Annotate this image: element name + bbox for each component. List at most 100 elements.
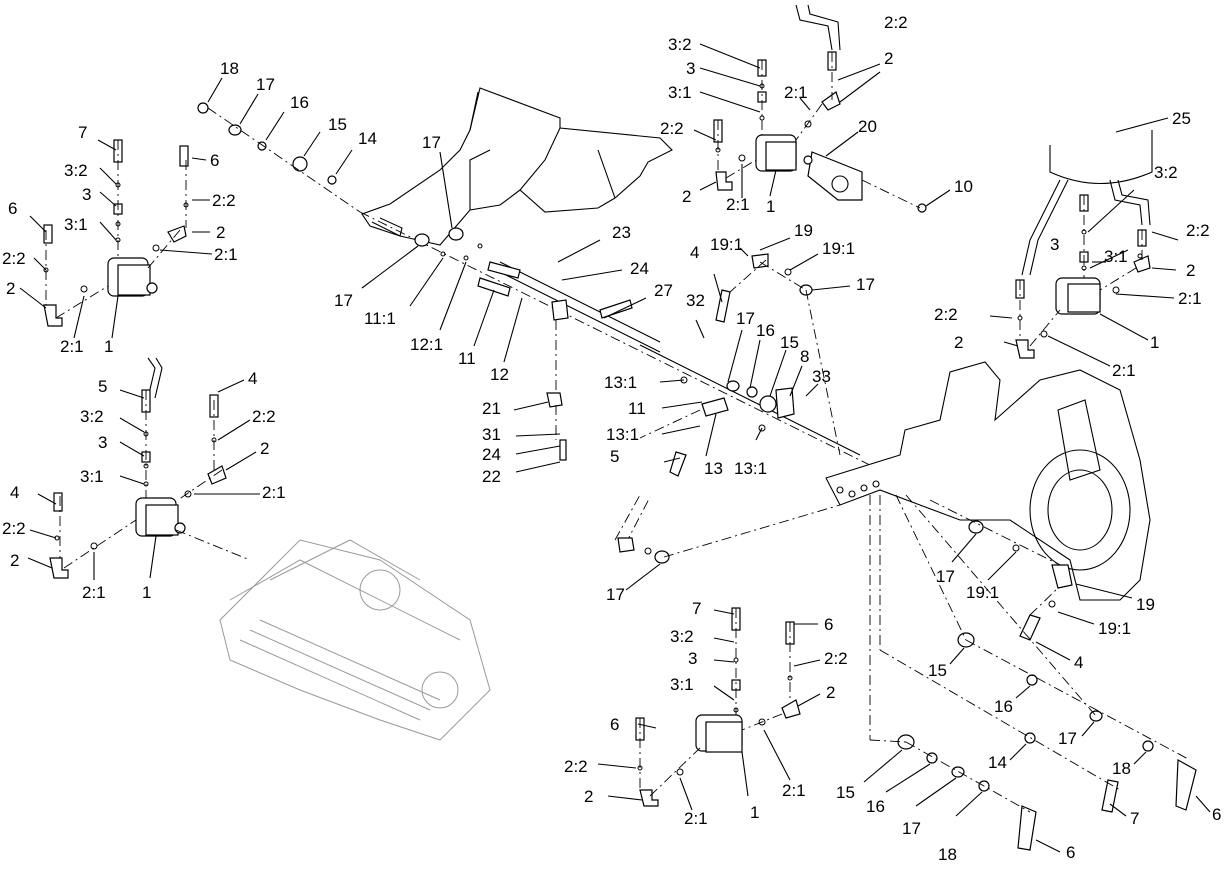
callout: 19:1 xyxy=(822,239,855,258)
callout: 17 xyxy=(1058,729,1077,748)
hoses xyxy=(147,4,1151,546)
construction-lines xyxy=(45,52,1191,813)
callout: 17 xyxy=(256,75,275,94)
callout: 2:2 xyxy=(2,519,26,538)
callout: 2:1 xyxy=(784,83,808,102)
callout: 17 xyxy=(856,275,875,294)
callout: 6 xyxy=(8,199,17,218)
leader-lines xyxy=(19,43,1211,853)
callout: 15 xyxy=(836,783,855,802)
lower-right-frame xyxy=(825,361,1151,601)
callout: 4 xyxy=(10,483,19,502)
callout: 1 xyxy=(750,803,759,822)
callout: 3:2 xyxy=(668,35,692,54)
motor-left-bottom xyxy=(135,497,186,537)
tank-outline xyxy=(1049,130,1153,184)
callout: 3:2 xyxy=(64,161,88,180)
callout: 2:2 xyxy=(660,119,684,138)
callout: 6 xyxy=(210,151,219,170)
callout: 13:1 xyxy=(734,459,767,478)
callout: 2:2 xyxy=(1186,221,1210,240)
callout: 17 xyxy=(736,309,755,328)
callout: 2 xyxy=(826,683,835,702)
callout: 27 xyxy=(654,281,673,300)
callout: 2:2 xyxy=(252,407,276,426)
callout: 12 xyxy=(490,365,509,384)
callout: 17 xyxy=(902,819,921,838)
callout: 7 xyxy=(78,123,87,142)
callout: 2 xyxy=(6,279,15,298)
callout: 16 xyxy=(756,321,775,340)
upper-frame-bracket xyxy=(361,87,673,246)
callout: 14 xyxy=(358,129,377,148)
motor-left-top xyxy=(107,257,158,297)
callout: 8 xyxy=(800,347,809,366)
callout: 17 xyxy=(936,567,955,586)
callout: 6 xyxy=(1066,843,1075,862)
callout: 7 xyxy=(692,599,701,618)
callout: 1 xyxy=(142,583,151,602)
callout: 3:1 xyxy=(668,83,692,102)
callout: 15 xyxy=(928,661,947,680)
callout: 2 xyxy=(884,49,893,68)
callout: 2 xyxy=(954,333,963,352)
motor-right xyxy=(1055,277,1101,315)
callout: 19 xyxy=(794,221,813,240)
cutting-reel-unit xyxy=(219,539,491,741)
callout: 3 xyxy=(98,433,107,452)
callout: 2:1 xyxy=(782,781,806,800)
callout: 21 xyxy=(482,399,501,418)
callout: 12:1 xyxy=(410,335,443,354)
callout: 7 xyxy=(1130,809,1139,828)
callout: 3 xyxy=(688,649,697,668)
callout: 3:1 xyxy=(80,467,104,486)
callout: 18 xyxy=(220,59,239,78)
callout: 17 xyxy=(422,133,441,152)
callout: 31 xyxy=(482,425,501,444)
callout: 3 xyxy=(1050,235,1059,254)
motor-bottom-center xyxy=(695,714,743,753)
callout: 3:2 xyxy=(80,407,104,426)
callout: 2:2 xyxy=(934,305,958,324)
callout: 3:1 xyxy=(670,675,694,694)
callout: 25 xyxy=(1172,109,1191,128)
callout: 2:1 xyxy=(684,809,708,828)
callout: 4 xyxy=(1074,653,1083,672)
callout: 22 xyxy=(482,467,501,486)
callout: 24 xyxy=(630,259,649,278)
callout: 2:1 xyxy=(1178,289,1202,308)
callout: 2 xyxy=(260,439,269,458)
callout: 6 xyxy=(824,615,833,634)
callout-labels: 18 17 16 15 14 17 17 11:1 12:1 11 12 7 3… xyxy=(2,13,1221,864)
callout: 5 xyxy=(610,447,619,466)
callout: 2 xyxy=(584,787,593,806)
callout: 1 xyxy=(766,197,775,216)
callout: 3:1 xyxy=(1104,247,1128,266)
washers xyxy=(197,102,1154,792)
callout: 3 xyxy=(82,185,91,204)
callout: 4 xyxy=(248,369,257,388)
callout: 6 xyxy=(1212,805,1221,824)
callout: 11 xyxy=(628,399,646,418)
callout: 11 xyxy=(458,349,476,368)
callout: 2 xyxy=(216,223,225,242)
callout: 24 xyxy=(482,445,501,464)
callout: 17 xyxy=(606,585,625,604)
callout: 2 xyxy=(10,551,19,570)
callout: 2:1 xyxy=(1112,361,1136,380)
callout: 18 xyxy=(1112,759,1131,778)
callout: 19 xyxy=(1136,595,1155,614)
callout: 33 xyxy=(812,367,831,386)
callout: 1 xyxy=(104,337,113,356)
callout: 15 xyxy=(328,115,347,134)
callout: 16 xyxy=(290,93,309,112)
callout: 10 xyxy=(954,177,973,196)
callout: 16 xyxy=(994,697,1013,716)
callout: 1 xyxy=(1150,333,1159,352)
callout: 2:2 xyxy=(884,13,908,32)
callout: 4 xyxy=(690,243,699,262)
callout: 11:1 xyxy=(364,309,396,328)
callout: 5 xyxy=(98,377,107,396)
callout: 3 xyxy=(686,59,695,78)
callout: 13 xyxy=(704,459,723,478)
